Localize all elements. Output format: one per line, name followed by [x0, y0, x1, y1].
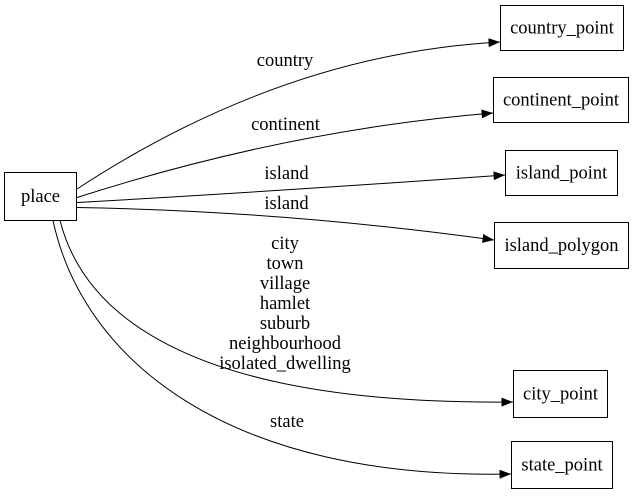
node-country-point-label: country_point [510, 19, 615, 39]
edge-group [52, 38, 514, 479]
edge-place-island_polygon [76, 207, 495, 243]
edge-label-village: village [260, 274, 310, 294]
edge-label-island-point: island [264, 164, 309, 184]
node-state-point-box [511, 441, 613, 489]
node-place-box [4, 172, 77, 221]
node-city-point-label: city_point [523, 385, 599, 405]
node-city-point-box [513, 370, 608, 418]
edge-label-continent: continent [251, 115, 321, 135]
node-place: place [4, 172, 77, 221]
node-place-label: place [21, 187, 60, 207]
edge-place-continent_point [76, 109, 494, 198]
edge-place-city_point [59, 220, 514, 407]
node-island-polygon-label: island_polygon [504, 236, 618, 256]
edge-label-city: city [271, 234, 299, 254]
edge-label-state: state [270, 412, 304, 432]
edge-label-town: town [267, 254, 304, 274]
node-island-polygon: island_polygon [494, 222, 629, 269]
node-island-point-box [505, 150, 618, 196]
node-country-point-box [500, 5, 624, 51]
node-continent-point: continent_point [493, 77, 629, 123]
node-country-point: country_point [500, 5, 624, 51]
edge-label-hamlet: hamlet [260, 294, 311, 314]
node-continent-point-label: continent_point [503, 91, 620, 111]
edge-label-suburb: suburb [260, 314, 310, 334]
edge-label-country: country [257, 51, 314, 71]
node-group: place country_point continent_point isla… [4, 5, 629, 489]
edge-label-island-polygon: island [264, 194, 309, 214]
edge-label-neighbourhood: neighbourhood [229, 334, 342, 354]
node-island-point: island_point [505, 150, 618, 196]
edge-label-group: country continent island island city tow… [219, 51, 351, 432]
node-continent-point-box [493, 77, 629, 123]
node-island-point-label: island_point [516, 164, 608, 184]
edge-place-island_point [76, 171, 506, 203]
edge-label-isolated-dwelling: isolated_dwelling [219, 354, 351, 374]
node-state-point-label: state_point [521, 456, 603, 476]
node-state-point: state_point [511, 441, 613, 489]
node-island-polygon-box [494, 222, 629, 269]
node-city-point: city_point [513, 370, 608, 418]
edge-place-country_point [76, 38, 501, 190]
edge-place-state_point [52, 220, 512, 479]
